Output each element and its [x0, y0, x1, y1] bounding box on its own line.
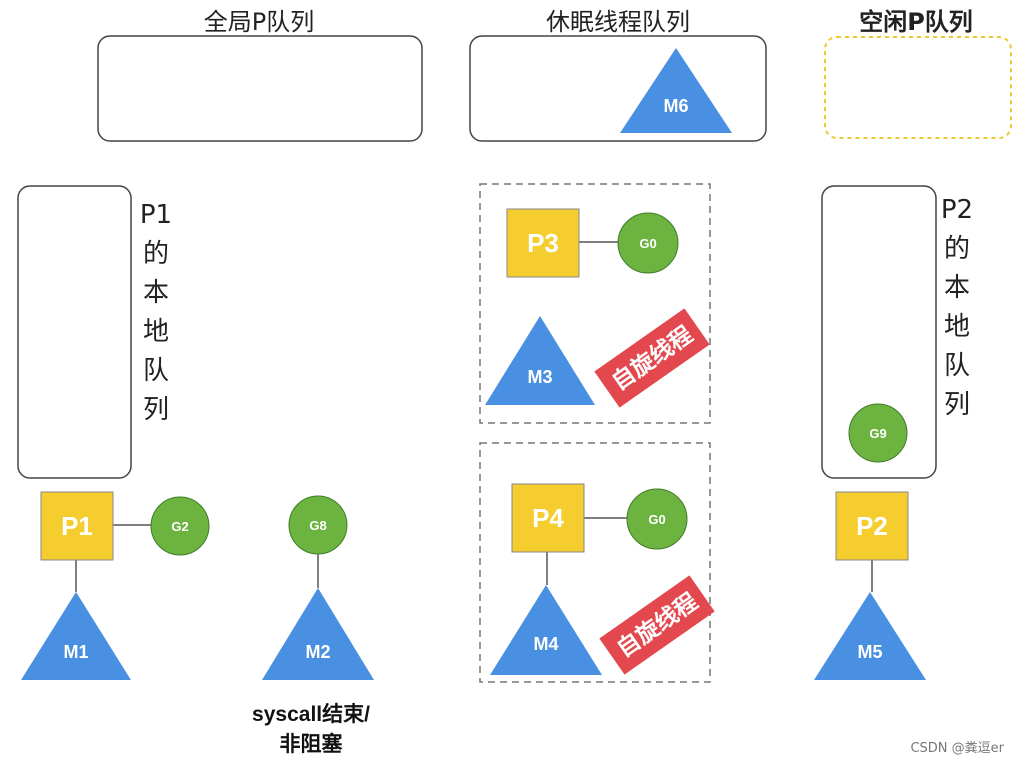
- p1-local-queue-label: P1 的 本 地 队 列: [140, 200, 172, 425]
- m5-label: M5: [857, 642, 882, 662]
- global-queue-title: 全局P队列: [204, 8, 314, 36]
- m2-note-line2: 非阻塞: [280, 732, 344, 756]
- p2-box: [835, 491, 909, 561]
- p2-local-queue-label: P2 的 本 地 队 列: [941, 195, 973, 420]
- p2-local-label-char: 队: [944, 351, 970, 381]
- watermark: CSDN @粪逗er: [910, 741, 1004, 756]
- idle-queue-box: [824, 36, 1012, 139]
- p4-box: [511, 483, 585, 553]
- p2-local-label-char: 列: [944, 390, 970, 420]
- p2-local-label-char: P2: [941, 195, 973, 225]
- m6-label: M6: [663, 96, 688, 116]
- m6-triangle: [620, 48, 732, 133]
- p2-local-label-char: 地: [944, 312, 970, 342]
- m3-label: M3: [527, 367, 552, 387]
- g2-label: G2: [171, 519, 188, 534]
- g0-p4-circle: [626, 488, 688, 550]
- p1-local-label-char: 本: [143, 278, 169, 308]
- m1-triangle: [21, 592, 131, 680]
- g2-circle: [150, 496, 210, 556]
- g0-p3-label: G0: [639, 236, 656, 251]
- m1-label: M1: [63, 642, 88, 662]
- spin-badge-p4: 自旋线程: [599, 575, 715, 675]
- p4-label: P4: [532, 503, 564, 533]
- g8-label: G8: [309, 518, 326, 533]
- p3-box: [506, 208, 580, 278]
- p4-spin-group: [479, 442, 711, 683]
- m2-note-line1: syscall结束/: [252, 702, 370, 726]
- p1-local-queue-box: [17, 185, 132, 479]
- p1-label: P1: [61, 511, 93, 541]
- m2-label: M2: [305, 642, 330, 662]
- p3-label: P3: [527, 228, 559, 258]
- g0-p3-circle: [617, 212, 679, 274]
- m2-triangle: [262, 588, 374, 680]
- p1-local-label-char: 列: [143, 395, 169, 425]
- g8-circle: [288, 495, 348, 555]
- spin-badge-p3-bg: [594, 308, 710, 408]
- m3-triangle: [485, 316, 595, 405]
- sleep-queue-title: 休眠线程队列: [546, 8, 690, 36]
- spin-badge-p4-bg: [599, 575, 715, 675]
- m4-triangle: [490, 585, 602, 675]
- p2-local-queue-box: [821, 185, 937, 479]
- p3-spin-group: [479, 183, 711, 424]
- p1-local-label-char: 地: [143, 317, 169, 347]
- spin-badge-p3: 自旋线程: [594, 308, 710, 408]
- idle-queue-title: 空闲P队列: [859, 8, 973, 36]
- p1-local-label-char: 队: [143, 356, 169, 386]
- global-queue-box: [97, 35, 423, 142]
- p2-local-label-char: 本: [944, 273, 970, 303]
- g0-p4-label: G0: [648, 512, 665, 527]
- m4-label: M4: [533, 634, 558, 654]
- p1-local-label-char: P1: [140, 200, 172, 230]
- p1-box: [40, 491, 114, 561]
- p1-local-label-char: 的: [143, 239, 169, 269]
- p2-label: P2: [856, 511, 888, 541]
- p2-local-label-char: 的: [944, 234, 970, 264]
- g9-label: G9: [869, 426, 886, 441]
- m5-triangle: [814, 592, 926, 680]
- g9-circle: [848, 403, 908, 463]
